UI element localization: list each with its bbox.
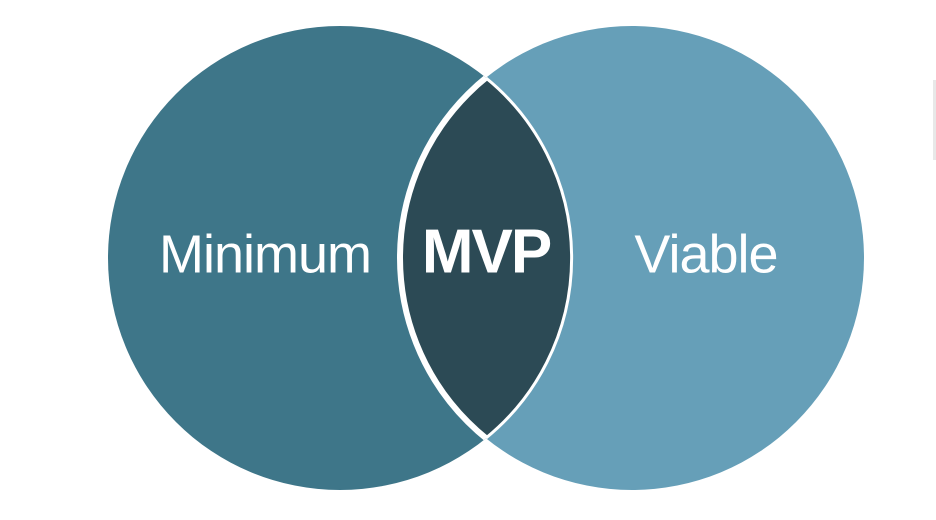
right-circle-label: Viable — [634, 224, 777, 284]
edge-divider — [933, 80, 936, 160]
overlap-region — [397, 26, 572, 490]
overlap-outline — [485, 76, 574, 440]
center-overlap-label: MVP — [422, 217, 551, 286]
left-circle-label: Minimum — [159, 224, 371, 284]
